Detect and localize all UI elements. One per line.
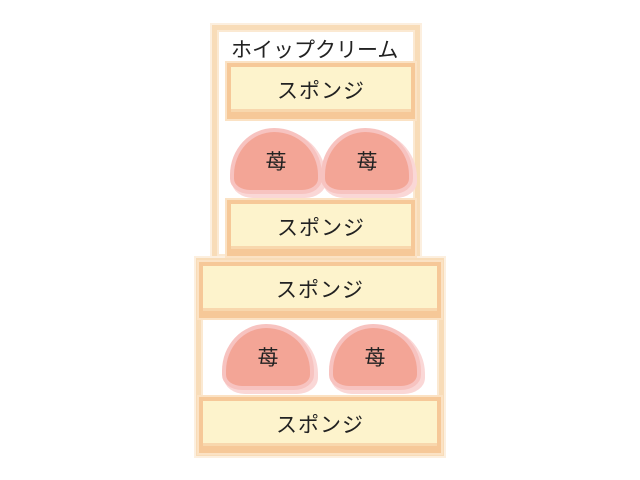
whipped-cream-label: ホイップクリーム <box>231 38 399 62</box>
lower-top-sponge: スポンジ <box>199 262 441 318</box>
lower-bottom-sponge: スポンジ <box>199 397 441 453</box>
upper-bottom-sponge: スポンジ <box>227 200 415 256</box>
upper-top-sponge: スポンジ <box>227 63 415 119</box>
